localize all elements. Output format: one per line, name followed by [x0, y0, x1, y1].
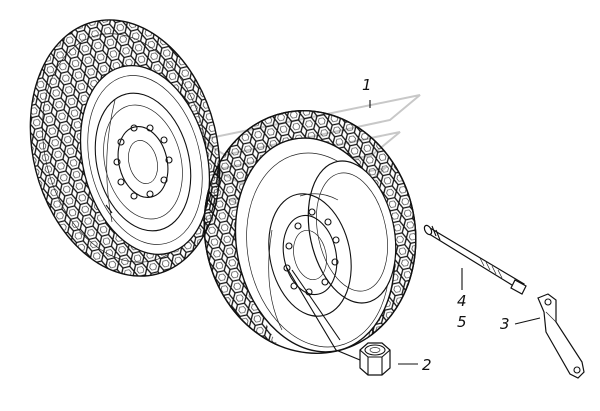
mounting-bracket	[537, 293, 585, 379]
wheel-nut	[359, 342, 391, 376]
front-wheel-assembly	[203, 109, 417, 355]
callout-5: 5	[457, 313, 467, 331]
callout-4: 4	[457, 292, 467, 310]
front-wheel-disc	[268, 160, 397, 331]
callout-1: 1	[362, 76, 372, 94]
front-stud-holes	[283, 208, 340, 296]
callout-3: 3	[500, 315, 510, 333]
wheel-stud	[423, 224, 527, 295]
rear-stud-holes	[113, 124, 173, 200]
callout-2: 2	[422, 356, 432, 374]
rear-wheel-disc	[94, 92, 192, 232]
leader-lines	[286, 100, 541, 365]
rear-wheel-assembly	[29, 19, 221, 277]
